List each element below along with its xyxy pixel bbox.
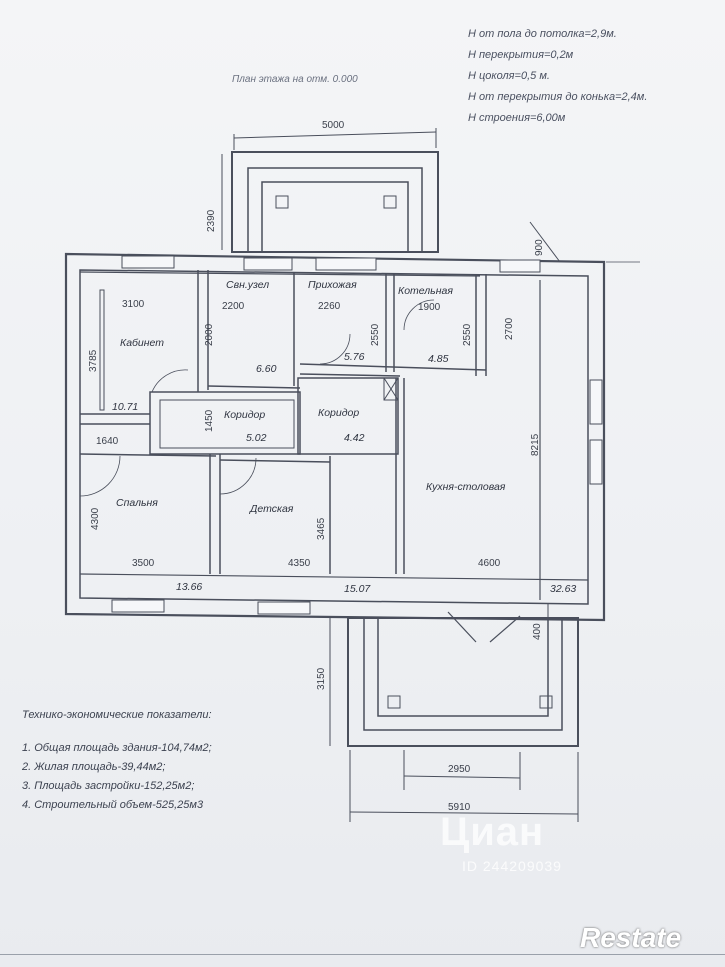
dim-right-h: 2700: [504, 317, 515, 340]
note-plinth: H цоколя=0,5 м.: [468, 70, 550, 82]
indicator-item: 1. Общая площадь здания-104,74м2;: [22, 742, 212, 754]
room-corridor2-area: 4.42: [344, 432, 365, 444]
indicator-item: 2. Жилая площадь-39,44м2;: [22, 761, 166, 773]
dim-cabinet-h: 3785: [88, 349, 99, 372]
plan-title: План этажа на отм. 0.000: [232, 74, 358, 85]
room-kitchen-area: 32.63: [550, 583, 576, 595]
dim-cabinet-w: 3100: [122, 299, 145, 310]
dim-bottom-right: 400: [532, 623, 543, 640]
dim-kitchen-w: 4600: [478, 558, 501, 569]
indicators-heading: Технико-экономические показатели:: [22, 709, 212, 721]
room-bedroom-name: Спальня: [116, 497, 158, 509]
room-corridor1-name: Коридор: [224, 409, 265, 421]
dim-kitchen-h: 8215: [530, 433, 541, 456]
dim-bath-w: 2200: [222, 301, 245, 312]
dim-top-width: 5000: [322, 120, 345, 131]
note-ridge: H от перекрытия до конька=2,4м.: [468, 91, 648, 103]
room-cabinet-name: Кабинет: [120, 337, 164, 349]
room-kids-name: Детская: [249, 503, 294, 515]
room-bathroom-name: Свн.узел: [226, 279, 269, 291]
room-corridor1-area: 5.02: [246, 432, 267, 444]
room-bedroom-area: 13.66: [176, 581, 202, 593]
dim-corr-h: 1450: [204, 409, 215, 432]
dim-terrace-inner: 2950: [448, 764, 471, 775]
room-cabinet-area: 10.71: [112, 401, 138, 413]
note-slab: H перекрытия=0,2м: [468, 49, 574, 61]
room-hall-area: 5.76: [344, 351, 365, 363]
dim-boiler-w: 1900: [418, 302, 441, 313]
cian-watermark-id: ID 244209039: [462, 858, 562, 874]
indicator-item: 4. Строительный объем-525,25м3: [22, 799, 204, 811]
room-boiler-area: 4.85: [428, 353, 449, 365]
terrace-outer: [347, 617, 579, 747]
dim-bath-h: 2000: [204, 323, 215, 346]
sheet-bottom-border: [0, 954, 725, 955]
room-boiler-name: Котельная: [398, 285, 453, 297]
dim-left-small: 1640: [96, 436, 119, 447]
room-corridor2-name: Коридор: [318, 407, 359, 419]
dim-bedroom-w: 3500: [132, 558, 155, 569]
dim-kids-w: 4350: [288, 558, 311, 569]
note-building: H строения=6,00м: [468, 112, 566, 124]
dim-terrace-outer: 5910: [448, 802, 471, 813]
dim-boiler-h: 2550: [462, 323, 473, 346]
dim-terrace-depth: 3150: [316, 667, 327, 690]
indicator-item: 3. Площадь застройки-152,25м2;: [22, 780, 195, 792]
top-porch-outer: [231, 151, 439, 253]
outer-wall: [64, 252, 606, 622]
indicators-block: Технико-экономические показатели: 1. Общ…: [22, 706, 212, 815]
room-kitchen-name: Кухня-столовая: [426, 481, 506, 493]
dim-top-right: 900: [534, 239, 545, 256]
dim-bedroom-h: 4300: [90, 507, 101, 530]
dim-hall-h: 2550: [370, 323, 381, 346]
dim-kids-h: 3465: [316, 517, 327, 540]
dim-hall-w: 2260: [318, 301, 341, 312]
dim-porch-depth: 2390: [206, 209, 217, 232]
restate-brand-logo: Restate: [580, 922, 682, 953]
room-hall-name: Прихожая: [308, 279, 357, 291]
cian-watermark-logo: Циан: [440, 810, 545, 854]
room-kids-area: 15.07: [344, 583, 371, 595]
note-ceiling: H от пола до потолка=2,9м.: [468, 28, 617, 40]
height-notes: H от пола до потолка=2,9м. H перекрытия=…: [468, 24, 647, 129]
room-bathroom-area: 6.60: [256, 363, 277, 375]
